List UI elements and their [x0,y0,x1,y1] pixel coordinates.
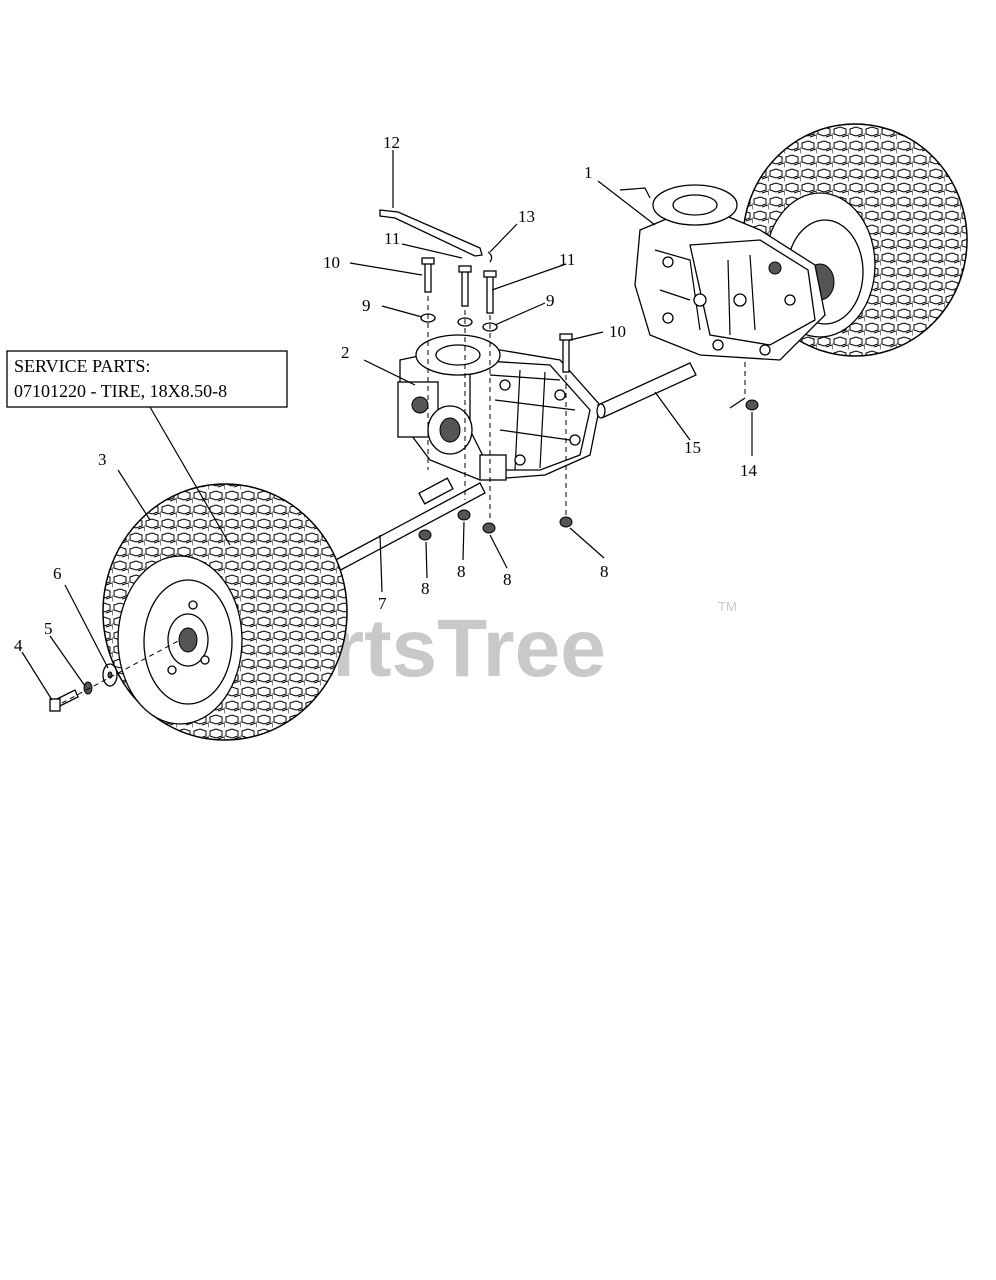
callout-3: 3 [98,450,107,469]
service-parts-box: SERVICE PARTS: 07101220 - TIRE, 18X8.50-… [6,350,288,408]
left-tire-drawing [102,483,348,741]
callout-14: 14 [740,461,758,480]
callout-11a: 11 [384,229,400,248]
service-parts-line: 07101220 - TIRE, 18X8.50-8 [14,381,227,401]
hardware-4-5-6-drawing [49,639,181,712]
watermark-trademark: TM [718,599,737,614]
callout-7: 7 [378,594,387,613]
callout-8a: 8 [421,579,430,598]
callout-13: 13 [518,207,535,226]
callout-9a: 9 [362,296,371,315]
callout-4: 4 [14,636,23,655]
callout-10b: 10 [609,322,626,341]
callout-8c: 8 [503,570,512,589]
mounting-hardware-drawing [379,209,746,518]
leader-lines [21,150,753,701]
callout-11b: 11 [559,250,575,269]
service-parts-heading: SERVICE PARTS: [14,356,150,376]
nuts-drawing [418,399,759,541]
callout-1: 1 [584,163,593,182]
left-transaxle-drawing [397,334,601,481]
callout-9b: 9 [546,291,555,310]
axle-7-drawing [327,477,486,575]
callout-8b: 8 [457,562,466,581]
callout-8d: 8 [600,562,609,581]
right-transaxle-drawing [619,184,826,361]
callout-5: 5 [44,619,53,638]
callout-2: 2 [341,343,350,362]
callout-15: 15 [684,438,701,457]
axle-15-drawing [596,362,697,419]
callout-10a: 10 [323,253,340,272]
callout-6: 6 [53,564,62,583]
callout-12: 12 [383,133,400,152]
callout-labels: 1 2 3 4 5 6 7 8 8 8 8 9 9 10 10 11 11 12… [14,133,758,655]
